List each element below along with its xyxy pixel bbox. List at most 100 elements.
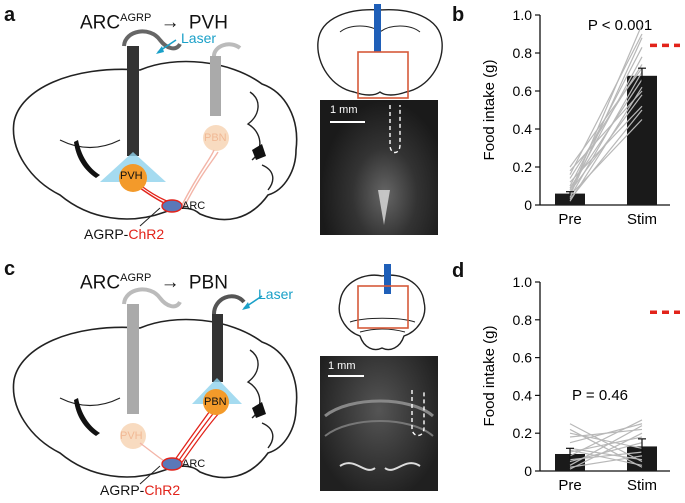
y-tick-label: 1.0 — [513, 7, 533, 23]
panel-c-title-sup: AGRP — [120, 272, 152, 284]
panel-a-arc-label: ARC — [182, 200, 206, 212]
panel-c-agrp-label: AGRP-ChR2 — [100, 482, 180, 498]
coronal-probe — [374, 4, 381, 52]
panel-a-histology-overlay — [330, 105, 401, 225]
panel-a-title-target: PVH — [188, 12, 228, 34]
agrp-pointer-line — [139, 207, 161, 227]
chart-d: Food intake (g) P = 0.46 0 0.2 0.4 0.6 0.8 1.… — [481, 274, 680, 494]
histology-arc-band — [324, 399, 434, 418]
coronal-inner-c — [349, 317, 416, 333]
panel-c-scale-label: 1 mm — [328, 360, 356, 372]
panel-a-agrp-prefix: AGRP- — [84, 226, 129, 242]
brain-ventricle — [74, 140, 100, 178]
y-tick-label: 0.6 — [513, 350, 533, 366]
panel-c-brain-diagram — [12, 287, 298, 485]
agrp-pointer-line-c — [139, 465, 161, 485]
pvh-faded-circle — [120, 423, 146, 449]
panel-letter-c: c — [4, 258, 16, 280]
chart-b-stat: P < 0.001 — [588, 17, 652, 34]
chart-b: Food intake (g) P < 0.001 0 0.2 0.4 0.6 0.8 1… — [481, 7, 680, 228]
panel-a-title-arrow: → — [160, 12, 180, 34]
panel-letter-a: a — [4, 4, 16, 26]
panel-c-histology-overlay — [324, 375, 434, 471]
panel-a-title-arc: ARC — [80, 12, 121, 34]
projection-fibres-faded — [181, 149, 219, 208]
chart-d-stat: P = 0.46 — [572, 387, 628, 404]
coronal-zoom-box — [357, 51, 409, 99]
optic-fibre-pvh — [127, 46, 139, 156]
brain-ventricle-c — [74, 398, 100, 436]
bar-stim — [627, 75, 657, 205]
panel-a-title: ARCAGRP → PVH — [80, 12, 228, 34]
panel-c-pvh-label: PVH — [120, 430, 143, 442]
fibre-cable-faded — [212, 42, 242, 57]
panel-a-pbn-label: PBN — [204, 132, 227, 144]
pvh-circle — [119, 164, 147, 192]
panel-c-title-arrow: → — [160, 272, 180, 294]
coronal-zoom-box-c — [357, 285, 409, 329]
paired-line — [569, 67, 643, 168]
arc-cluster-c — [161, 457, 183, 471]
panel-a-histology-image — [320, 100, 438, 235]
brain-black-mark — [252, 144, 266, 160]
brain-outline — [12, 60, 298, 221]
panel-a-pvh-label: PVH — [120, 170, 143, 182]
y-tick-label: 0.6 — [513, 83, 533, 99]
paired-line — [569, 423, 643, 463]
bar-pre — [555, 453, 585, 471]
optic-fibre-pvh-faded — [127, 304, 139, 414]
brain-inner-fold — [59, 139, 121, 149]
histology-bright-structures — [339, 462, 421, 471]
y-tick-label: 0.4 — [513, 387, 533, 403]
paired-line — [569, 425, 643, 466]
optic-fibre-pbn — [212, 314, 223, 382]
paired-line — [569, 56, 643, 191]
coronal-outline-c — [338, 274, 426, 351]
fibre-cable — [122, 29, 182, 51]
y-tick-label: 0.8 — [513, 312, 533, 328]
panel-c-histology-image — [320, 356, 438, 491]
x-tick-label-stim: Stim — [627, 477, 657, 494]
panel-a-laser-label: Laser — [181, 30, 217, 46]
pbn-circle — [203, 389, 229, 415]
y-tick-label: 0.4 — [513, 121, 533, 137]
fibre-cable-faded-c — [122, 287, 182, 309]
paired-line — [569, 455, 643, 468]
panel-letter-d: d — [452, 260, 465, 282]
panel-a-scale-label: 1 mm — [330, 104, 358, 116]
brain-inner-fold-c — [59, 397, 121, 407]
histology-arc-band-2 — [324, 420, 434, 437]
coronal-probe-c — [384, 264, 391, 294]
y-tick-label: 0.2 — [513, 159, 533, 175]
brain-outline-c — [12, 318, 298, 479]
paired-line — [569, 24, 643, 194]
y-tick-label: 0.2 — [513, 425, 533, 441]
laser-arrowhead-c — [242, 302, 250, 310]
y-tick-label: 0 — [524, 463, 532, 479]
panel-c-pbn-label: PBN — [204, 396, 227, 408]
x-tick-label-pre: Pre — [558, 477, 581, 494]
chart-d-ylabel: Food intake (g) — [481, 326, 498, 427]
y-tick-label: 0.8 — [513, 45, 533, 61]
panel-c-arc-label: ARC — [182, 458, 206, 470]
histology-fibre-track-c — [411, 390, 425, 437]
panel-a-coronal-schematic — [317, 4, 443, 99]
x-tick-label-stim: Stim — [627, 211, 657, 228]
optic-fibre-pbn-faded — [210, 56, 221, 116]
paired-line — [569, 419, 643, 457]
y-tick-label: 1.0 — [513, 274, 533, 290]
paired-line — [569, 119, 643, 196]
panel-c-coronal-schematic — [338, 264, 426, 351]
laser-arrowhead — [156, 46, 164, 54]
brain-black-mark-c — [252, 402, 266, 418]
histology-ventricle — [378, 190, 390, 225]
panel-a-brain-diagram — [12, 29, 298, 227]
panel-c-laser-label: Laser — [258, 286, 294, 302]
chart-b-ylabel: Food intake (g) — [481, 60, 498, 161]
panel-c-agrp-prefix: AGRP- — [100, 482, 145, 498]
histology-fibre-track — [389, 105, 401, 154]
y-tick-label: 0 — [524, 197, 532, 213]
paired-line — [569, 64, 643, 179]
pbn-faded-circle — [203, 125, 229, 151]
paired-line — [569, 94, 643, 193]
